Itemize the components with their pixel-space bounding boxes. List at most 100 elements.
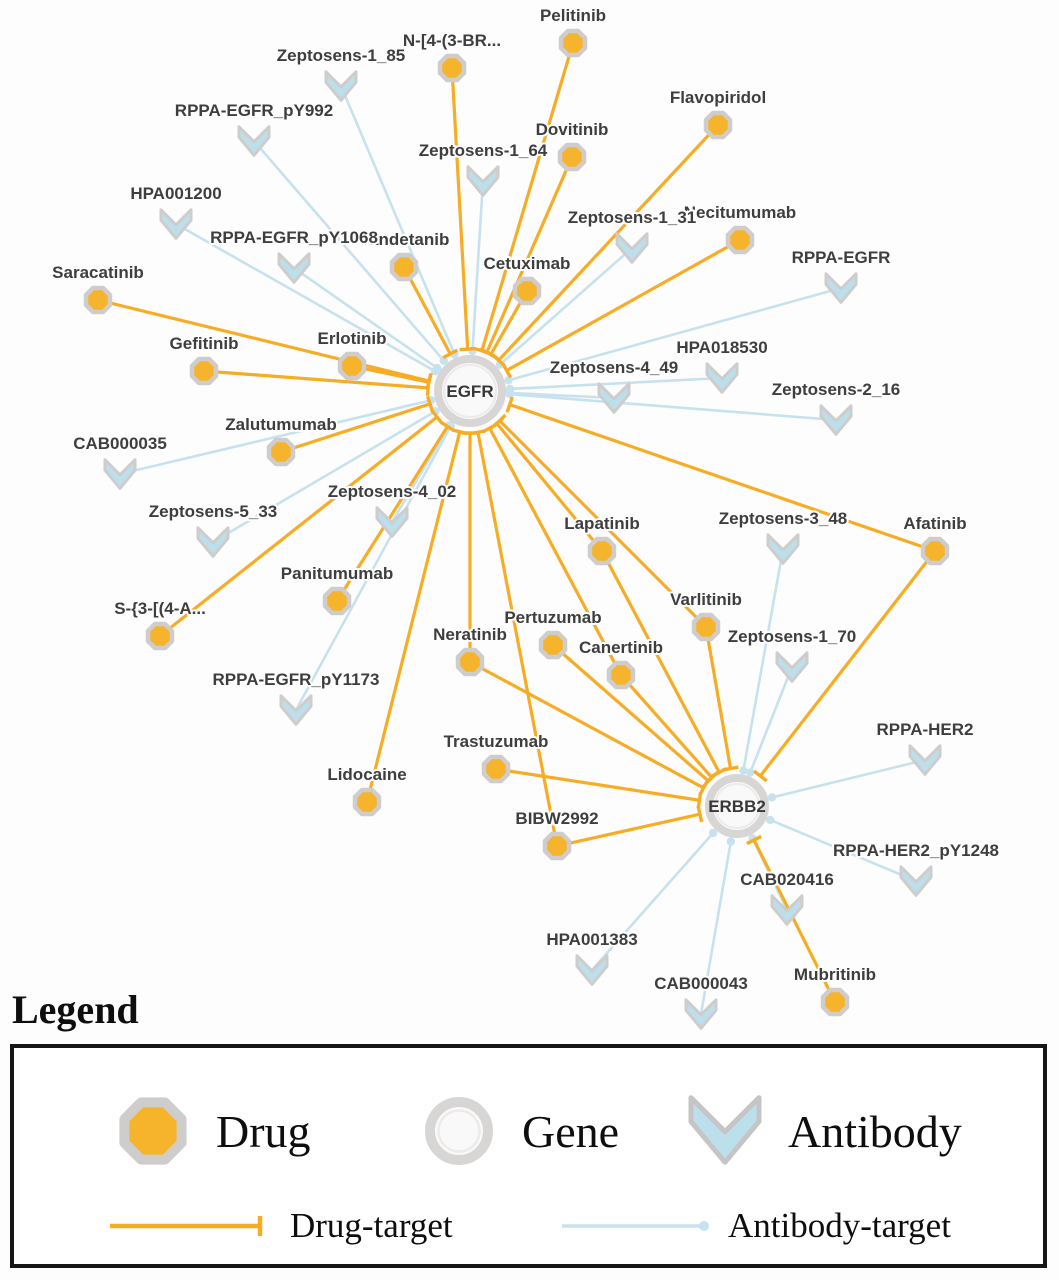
antibody-edge-hpa018530-egfr [505, 376, 723, 394]
antibody-node-rppa-her2 [908, 744, 942, 776]
drug-edge-gefitinib-egfr [203, 369, 431, 396]
drug-label-afatinib: Afatinib [903, 514, 966, 533]
drug-node-canertinib [606, 660, 636, 690]
drug-edge-pelitinib-egfr [473, 42, 575, 355]
drug-node-zalutumumab [266, 437, 296, 467]
drug-label-n-4-3-br: N-[4-(3-BR... [403, 31, 501, 50]
drug-node-dovitinib [557, 142, 587, 172]
antibody-node-rppa-egfr-py992 [237, 125, 271, 157]
antibody-edge-zeptosens-1-85-egfr [339, 85, 459, 359]
antibody-edge-zeptosens-2-16-egfr [505, 389, 837, 422]
drug-node-saracatinib [83, 285, 113, 315]
drug-edge-afatinib-egfr [505, 396, 936, 553]
legend-item-gene: Gene [416, 1088, 619, 1174]
antibody-node-rppa-egfr-py1173 [279, 694, 313, 726]
drug-label-mubritinib: Mubritinib [794, 965, 876, 984]
antibody-label-cab000043: CAB000043 [654, 974, 748, 993]
legend-item-antibody: Antibody [682, 1088, 962, 1174]
drug-edge-icon [110, 1216, 263, 1236]
antibody-label-zeptosens-5-33: Zeptosens-5_33 [149, 502, 278, 521]
drug-label-zalutumumab: Zalutumumab [225, 415, 336, 434]
antibody-label-hpa001200: HPA001200 [130, 184, 221, 203]
drug-label-necitumumab: Necitumumab [684, 203, 796, 222]
drug-label-saracatinib: Saracatinib [52, 263, 144, 282]
antibody-node-zeptosens-3-48 [766, 533, 800, 565]
antibody-label-zeptosens-3-48: Zeptosens-3_48 [719, 509, 848, 528]
drug-edge-n-4-3-br-egfr [450, 67, 476, 352]
antibody-edge-rppa-egfr-py992-egfr [253, 140, 449, 365]
antibody-label-rppa-her2: RPPA-HER2 [877, 720, 974, 739]
antibody-node-zeptosens-1-70 [775, 651, 809, 683]
nodes-layer [83, 28, 950, 1030]
drug-label-trastuzumab: Trastuzumab [444, 732, 549, 751]
antibody-label-rppa-egfr-py992: RPPA-EGFR_pY992 [175, 101, 333, 120]
antibody-label-cab020416: CAB020416 [740, 870, 834, 889]
drug-node-erlotinib [337, 351, 367, 381]
antibody-label-zeptosens-1-64: Zeptosens-1_64 [419, 141, 548, 160]
antibody-edge-zeptosens-1-70-erbb2 [746, 666, 794, 777]
antibody-label-rppa-egfr-py1068: RPPA-EGFR_pY1068 [210, 228, 378, 247]
gene-label-erbb2: ERBB2 [708, 797, 766, 816]
legend-antibody-edge-label: Antibody-target [728, 1206, 951, 1245]
drug-edge-vandetanib-egfr [402, 266, 459, 360]
drug-edge-flavopiridol-egfr [491, 123, 720, 367]
drug-node-cetuximab [512, 276, 542, 306]
antibody-label-hpa018530: HPA018530 [676, 338, 767, 357]
drug-node-mubritinib [820, 987, 850, 1017]
antibody-label-zeptosens-1-85: Zeptosens-1_85 [277, 46, 406, 65]
antibody-node-zeptosens-1-31 [615, 232, 649, 264]
gene-label-egfr: EGFR [446, 382, 493, 401]
drug-edge-necitumumab-egfr [501, 238, 741, 379]
antibody-edge-rppa-her2-py1248-erbb2 [766, 815, 917, 883]
drug-edge-varlitinib-erbb2 [704, 626, 739, 772]
antibody-label-zeptosens-4-02: Zeptosens-4_02 [328, 482, 457, 501]
drug-edge-trastuzumab-erbb2 [495, 767, 703, 809]
legend-drug-label: Drug [216, 1105, 311, 1157]
drug-label-cetuximab: Cetuximab [484, 254, 571, 273]
antibody-edge-zeptosens-3-48-erbb2 [739, 548, 785, 775]
drug-node-neratinib [455, 647, 485, 677]
drug-node-afatinib [920, 536, 950, 566]
drug-edge-canertinib-erbb2 [619, 673, 719, 785]
drug-label-lidocaine: Lidocaine [327, 765, 406, 784]
antibody-node-rppa-her2-py1248 [899, 865, 933, 897]
antibody-edge-zeptosens-1-64-egfr [468, 180, 485, 356]
antibody-edge-cab000043-erbb2 [699, 837, 736, 1015]
antibody-node-hpa001383 [575, 954, 609, 986]
antibody-node-hpa018530 [705, 362, 739, 394]
drug-edge-panitumumab-egfr [335, 420, 456, 602]
legend-antibody-label: Antibody [788, 1105, 962, 1157]
antibody-node-rppa-egfr [824, 272, 858, 304]
drug-label-pelitinib: Pelitinib [540, 6, 606, 25]
drug-label-flavopiridol: Flavopiridol [670, 88, 766, 107]
antibody-node-zeptosens-1-64 [466, 165, 500, 197]
drug-node-pelitinib [558, 28, 588, 58]
drug-label-neratinib: Neratinib [433, 625, 507, 644]
legend-box: Drug Gene Antibody Drug-target [10, 1044, 1047, 1268]
antibody-label-hpa001383: HPA001383 [546, 930, 637, 949]
drug-label-gefitinib: Gefitinib [170, 334, 239, 353]
drug-node-icon [119, 1097, 187, 1165]
drug-node-necitumumab [725, 225, 755, 255]
drug-label-bibw2992: BIBW2992 [515, 809, 598, 828]
edges-layer [97, 42, 937, 1015]
drug-edge-lidocaine-egfr [365, 428, 468, 803]
drug-edge-afatinib-erbb2 [752, 550, 937, 783]
drug-edge-bibw2992-erbb2 [556, 806, 704, 848]
antibody-node-zeptosens-1-85 [324, 70, 358, 102]
antibody-label-rppa-egfr-py1173: RPPA-EGFR_pY1173 [213, 670, 380, 689]
drug-node-pertuzumab [538, 630, 568, 660]
antibody-edge-rppa-egfr-py1068-egfr [293, 266, 442, 373]
drug-edge-mubritinib-erbb2 [746, 834, 837, 1003]
drug-label-dovitinib: Dovitinib [536, 120, 609, 139]
antibody-node-cab000035 [103, 458, 137, 490]
antibody-node-zeptosens-4-02 [375, 506, 409, 538]
legend-gene-label: Gene [522, 1105, 620, 1157]
antibody-node-rppa-egfr-py1068 [277, 252, 311, 284]
drug-node-n-4-3-br [437, 53, 467, 83]
drug-label-vandetanib: Vandetanib [359, 230, 450, 249]
drug-edge-zalutumumab-egfr [280, 395, 435, 454]
antibody-node-cab020416 [770, 894, 804, 926]
